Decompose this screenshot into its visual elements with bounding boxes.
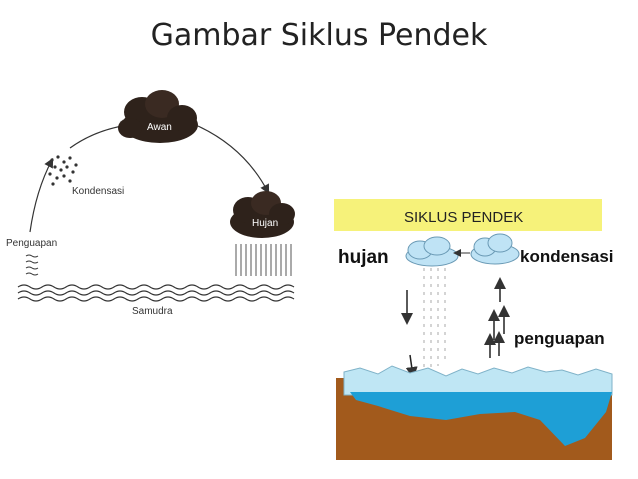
banner-box [334, 199, 602, 231]
arrow-evaporation-to-condensation [29, 157, 54, 233]
rain-streaks [235, 244, 292, 276]
arrows-up-evaporation [484, 277, 510, 358]
label-hujan-left: Hujan [252, 218, 278, 229]
cloud-hujan [230, 191, 295, 238]
condensation-cloud-right [470, 233, 520, 265]
label-penguapan-left: Penguapan [6, 238, 57, 249]
label-hujan-right: hujan [338, 247, 389, 268]
slide-title: Gambar Siklus Pendek [150, 18, 488, 53]
label-kondensasi: Kondensasi [72, 186, 124, 197]
left-cycle-diagram: Awan Kondensasi Hujan [6, 90, 295, 317]
evaporation-squiggles [25, 254, 39, 276]
rain-drops-right [423, 268, 446, 372]
label-penguapan-right: penguapan [514, 329, 605, 348]
rain-cloud-right [405, 236, 459, 267]
label-samudra: Samudra [132, 306, 173, 317]
condensation-dots [48, 155, 78, 186]
sea-waves [17, 284, 295, 302]
label-awan: Awan [147, 122, 172, 133]
label-kondensasi-right: kondensasi [520, 247, 614, 266]
arrow-cloud-to-rain [197, 125, 270, 195]
water-body [350, 392, 612, 446]
banner-text: SIKLUS PENDEK [404, 209, 523, 226]
right-short-cycle-diagram: SIKLUS PENDEK hujan kondensasi penguapan [334, 199, 614, 460]
ice-layer [343, 365, 613, 396]
cloud-awan [118, 90, 198, 143]
